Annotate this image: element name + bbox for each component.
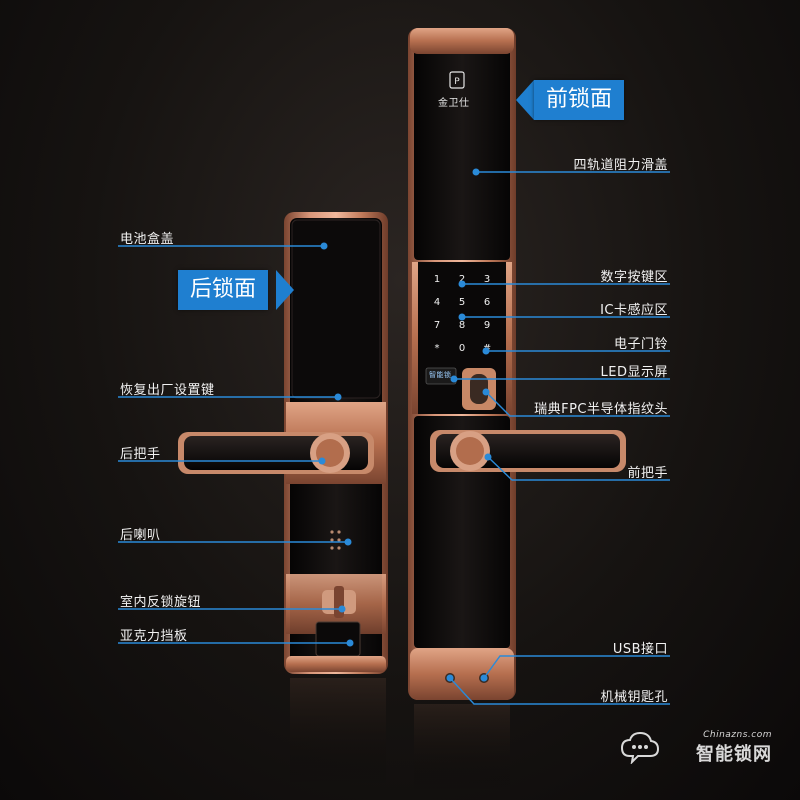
callout-indoor-knob: 室内反锁旋钮 xyxy=(120,595,202,610)
led-display-text: 智能锁 xyxy=(429,371,452,379)
keypad-key: * xyxy=(435,343,440,354)
keypad-key: 4 xyxy=(434,297,440,308)
callout-key-hole: 机械钥匙孔 xyxy=(600,690,668,705)
keypad-key: 6 xyxy=(484,297,490,308)
callout-factory-reset: 恢复出厂设置键 xyxy=(120,383,215,398)
keypad-key: 2 xyxy=(459,274,465,285)
callout-battery-cover: 电池盒盖 xyxy=(120,232,175,247)
callout-doorbell: 电子门铃 xyxy=(613,337,668,352)
callout-slide-cover: 四轨道阻力滑盖 xyxy=(573,158,668,173)
keypad-key: 0 xyxy=(459,343,465,354)
keypad-key: 1 xyxy=(434,274,440,285)
brand-logo-text: 金卫仕 xyxy=(438,98,470,109)
back-badge-arrow xyxy=(276,270,294,310)
callout-front-handle: 前把手 xyxy=(627,466,668,481)
callout-led-display: LED显示屏 xyxy=(600,365,668,380)
watermark: Chinazns.com 智能锁网 xyxy=(696,730,772,766)
watermark-site: Chinazns.com xyxy=(703,730,772,740)
watermark-name: 智能锁网 xyxy=(696,744,772,765)
keypad-key: 3 xyxy=(484,274,490,285)
cloud-chat-icon xyxy=(620,731,660,764)
front-badge-arrow xyxy=(516,80,534,120)
callout-back-speaker: 后喇叭 xyxy=(120,528,161,543)
svg-text:P: P xyxy=(454,77,460,87)
callout-usb-port: USB接口 xyxy=(612,642,668,657)
front-face-badge: 前锁面 xyxy=(534,80,625,120)
keypad-key: 7 xyxy=(434,320,440,331)
back-face-badge: 后锁面 xyxy=(178,270,269,310)
callout-dots xyxy=(318,168,492,682)
front-lock: P xyxy=(408,28,626,794)
callout-lines xyxy=(118,171,670,705)
callout-fingerprint: 瑞典FPC半导体指纹头 xyxy=(534,402,668,417)
callout-acrylic-plate: 亚克力挡板 xyxy=(120,629,188,644)
callout-back-handle: 后把手 xyxy=(120,447,161,462)
keypad-key: 9 xyxy=(484,320,490,331)
keypad-key: 5 xyxy=(459,297,465,308)
callout-ic-card: IC卡感应区 xyxy=(600,303,668,318)
keypad-key: 8 xyxy=(459,320,465,331)
callout-keypad: 数字按键区 xyxy=(600,270,668,285)
